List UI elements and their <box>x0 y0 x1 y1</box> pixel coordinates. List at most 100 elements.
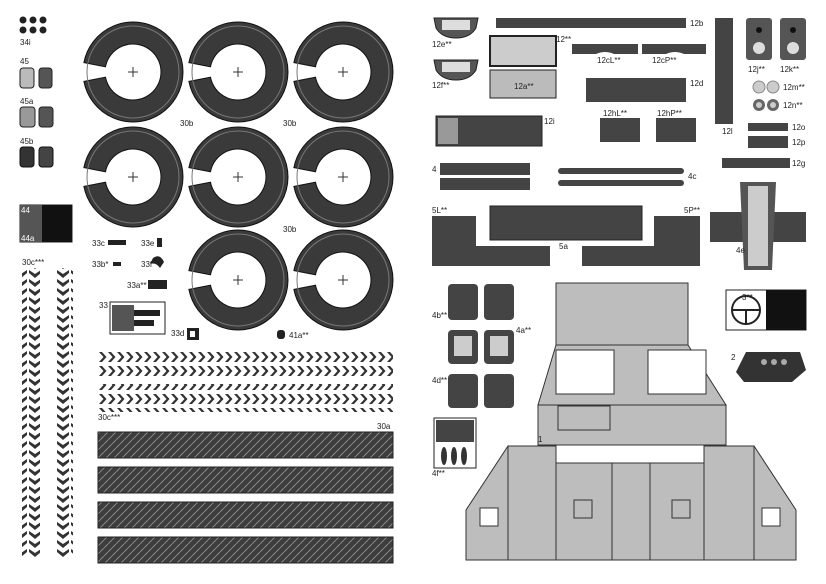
label-5P: 5P** <box>684 206 700 215</box>
wheel-30b <box>188 229 289 331</box>
part-5L-fender <box>432 216 550 266</box>
wheel-30b <box>293 21 394 123</box>
part-12d <box>586 78 686 102</box>
label-4e: 4e <box>736 246 745 255</box>
label-30b-2: 30b <box>283 119 297 128</box>
label-30c-1: 30c*** <box>22 258 44 267</box>
label-4c: 4c <box>688 172 696 181</box>
label-12k: 12k** <box>780 65 799 74</box>
label-30a: 30a <box>377 422 391 431</box>
label-5L: 5L** <box>432 206 447 215</box>
label-33: 33 <box>99 301 108 310</box>
label-12g: 12g <box>792 159 805 168</box>
part-30a-strip-2 <box>97 466 394 494</box>
label-45: 45 <box>20 57 29 66</box>
part-4-bottom <box>440 178 530 190</box>
wheel-30b <box>83 21 184 123</box>
label-30b-1: 30b <box>180 119 194 128</box>
part-30c-track-top <box>98 350 393 378</box>
part-5P-fender <box>582 216 700 266</box>
label-12cL: 12cL** <box>597 56 621 65</box>
label-12i: 12i <box>544 117 555 126</box>
part-5a <box>489 205 643 241</box>
part-33-group <box>108 238 285 340</box>
label-12b: 12b <box>690 19 704 28</box>
part-4f <box>433 417 477 469</box>
label-12j: 12j** <box>748 65 765 74</box>
label-12n: 12n** <box>783 101 803 110</box>
part-12b-strip <box>496 18 686 28</box>
part-12hL <box>600 118 640 142</box>
part-12cL <box>572 44 638 54</box>
part-44-plate <box>19 204 73 243</box>
part-4-top <box>440 163 530 175</box>
label-30c-2: 30c*** <box>98 413 120 422</box>
label-12p: 12p <box>792 138 806 147</box>
wheel-30b <box>293 126 394 228</box>
label-12cP: 12cP** <box>652 56 676 65</box>
label-4: 4 <box>432 165 437 174</box>
label-12l: 12l <box>722 127 733 136</box>
wheel-30b <box>188 126 289 228</box>
part-1-hull <box>465 282 797 561</box>
part-30c-track-bottom <box>98 384 393 412</box>
label-33d: 33d <box>171 329 184 338</box>
part-12j-12k <box>746 18 806 60</box>
part-12a-panel <box>489 69 557 99</box>
part-30b-wheels <box>83 21 394 331</box>
label-12hL: 12hL** <box>603 109 627 118</box>
part-4-seats <box>448 284 514 408</box>
label-45b: 45b <box>20 137 34 146</box>
label-4f: 4f** <box>432 469 445 478</box>
part-12-panel <box>489 35 557 67</box>
label-12: 12** <box>556 35 571 44</box>
label-4b: 4b** <box>432 311 447 320</box>
part-30a-strip-1 <box>97 431 394 459</box>
label-2: 2 <box>731 353 736 362</box>
label-12hP: 12hP** <box>657 109 682 118</box>
part-12m-12n <box>752 80 780 111</box>
label-33b: 33b* <box>92 260 108 269</box>
wheel-30b <box>293 229 394 331</box>
part-12g <box>722 158 790 168</box>
wheel-30b <box>83 126 184 228</box>
part-4e <box>710 182 806 270</box>
label-33c: 33c <box>92 239 105 248</box>
label-44: 44 <box>21 206 30 215</box>
label-12m: 12m** <box>783 83 805 92</box>
part-30c-track-left <box>22 268 40 558</box>
part-12p <box>748 136 788 148</box>
label-44a: 44a <box>21 234 35 243</box>
label-30b-3: 30b <box>283 225 297 234</box>
part-12e-12f <box>433 17 479 81</box>
label-45a: 45a <box>20 97 34 106</box>
part-12cP <box>642 44 706 54</box>
label-12d: 12d <box>690 79 703 88</box>
label-4d: 4d** <box>432 376 447 385</box>
label-12f: 12f** <box>432 81 449 90</box>
label-12o: 12o <box>792 123 806 132</box>
part-45b-lamps <box>19 146 54 168</box>
part-30a-strip-3 <box>97 501 394 529</box>
part-4c-top <box>558 168 684 174</box>
label-3: 3** <box>742 293 753 302</box>
part-30a-strip-4 <box>97 536 394 564</box>
label-33f: 33f <box>141 260 153 269</box>
part-12o <box>748 123 788 131</box>
label-41a: 41a** <box>289 331 309 340</box>
part-2-dashboard <box>736 352 806 382</box>
label-4a: 4a** <box>516 326 531 335</box>
label-12e: 12e** <box>432 40 452 49</box>
part-45a-lamps <box>19 106 54 128</box>
part-30c-track-right <box>55 268 73 558</box>
part-3-steering-plate <box>725 289 807 331</box>
part-34i-bolts <box>19 16 47 34</box>
wheel-30b <box>188 21 289 123</box>
part-12hP <box>656 118 696 142</box>
label-34i: 34i <box>20 38 31 47</box>
label-5a: 5a <box>559 242 568 251</box>
label-33e: 33e <box>141 239 155 248</box>
label-12a: 12a** <box>514 82 534 91</box>
part-12l <box>715 18 733 124</box>
